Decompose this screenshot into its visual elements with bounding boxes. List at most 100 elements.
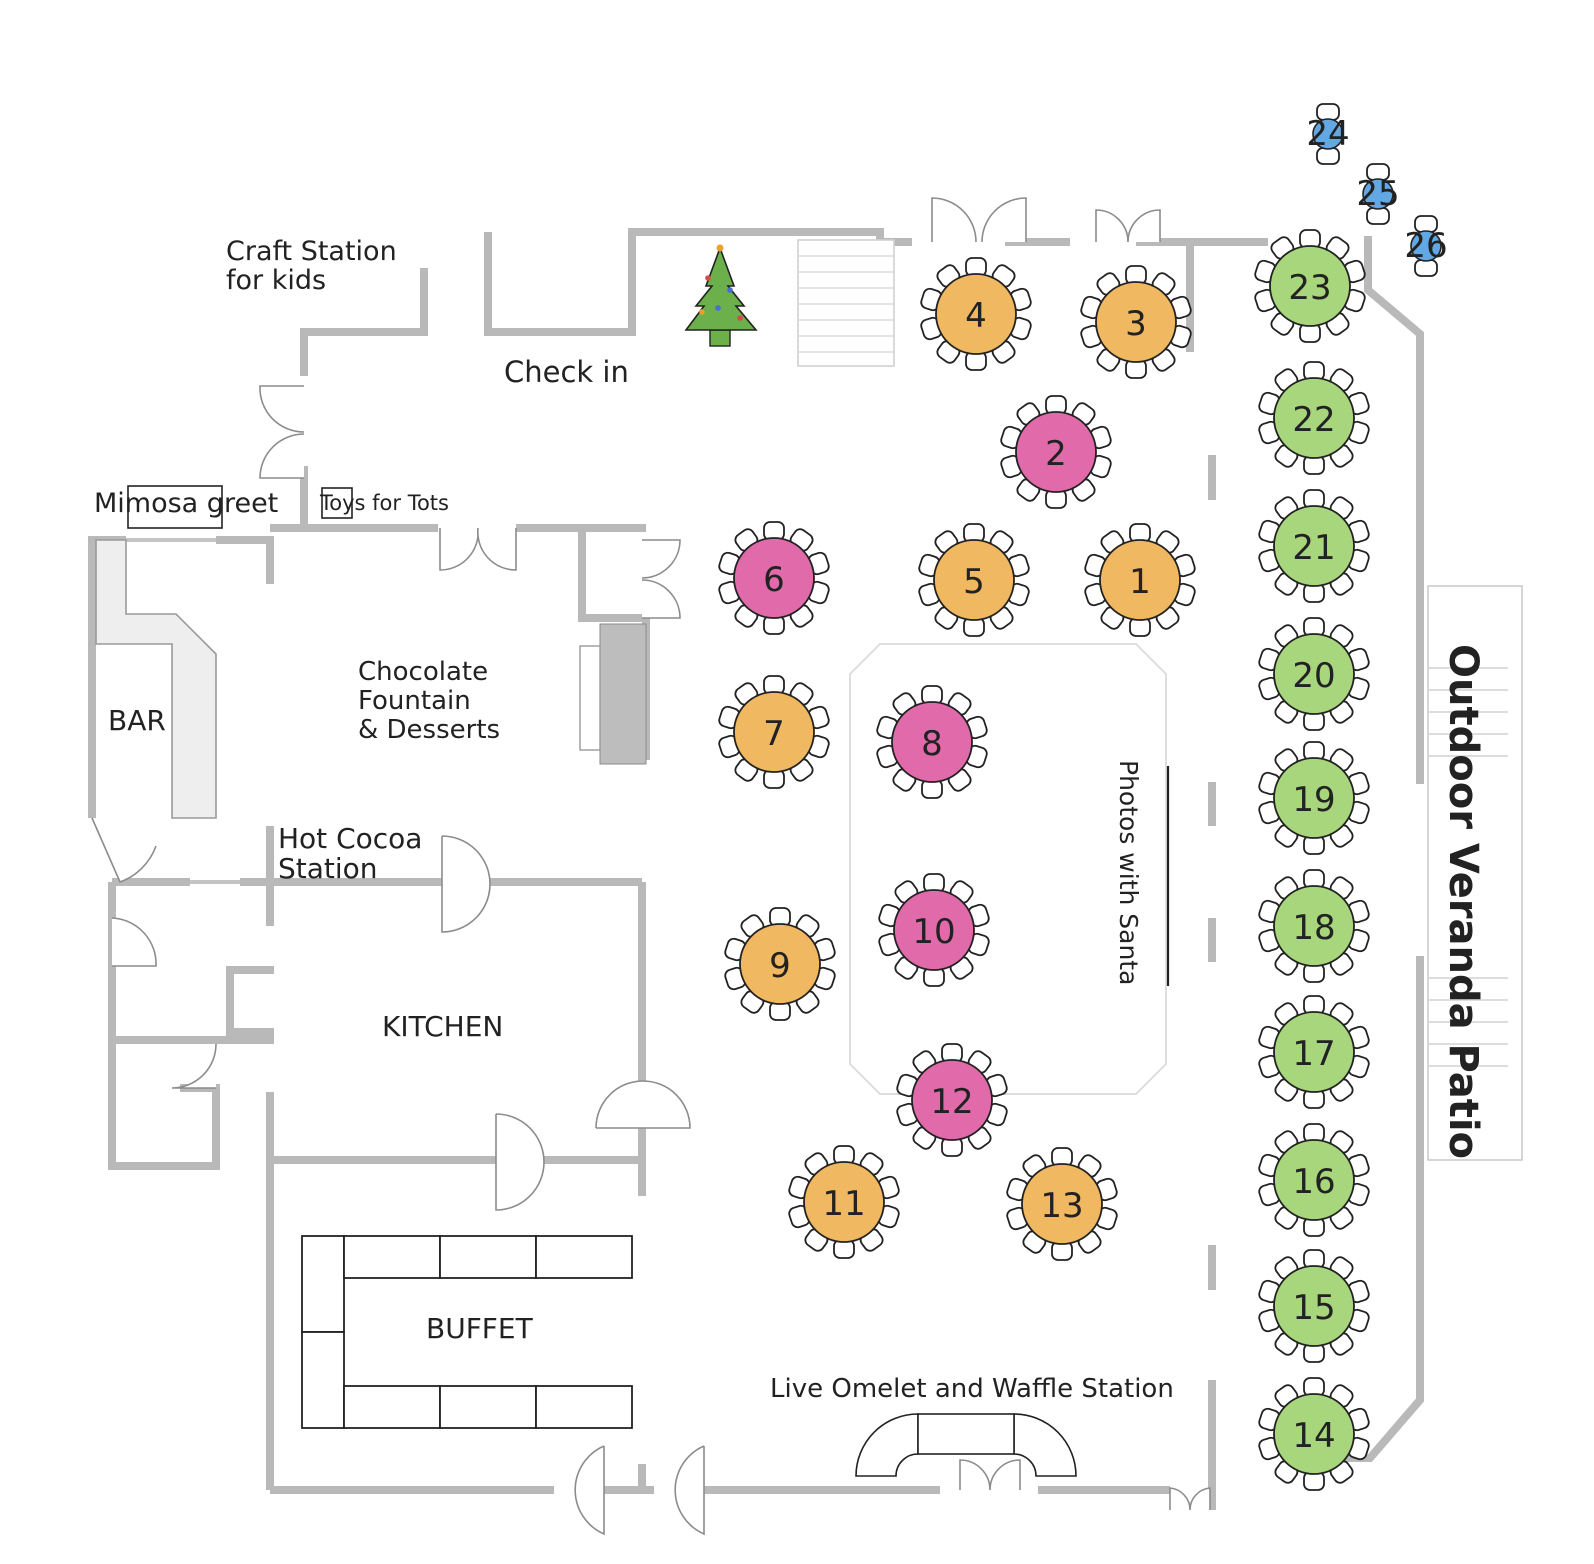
table-10[interactable]: 10 [878,873,991,987]
table-top [1410,230,1442,262]
table-top [1269,245,1351,327]
table-top [803,1161,885,1243]
table-number: 9 [769,946,791,986]
table-number: 15 [1292,1288,1335,1328]
chocolate-fountain-label-1: Chocolate [358,657,488,687]
doors [91,197,1211,1536]
toys-for-tots-label: Toys for Tots [319,491,449,515]
table-top [1273,757,1355,839]
buffet-label: BUFFET [426,1312,534,1345]
table-number: 12 [930,1082,973,1122]
table-number: 11 [822,1184,865,1224]
table-12[interactable]: 12 [896,1043,1009,1157]
table-1[interactable]: 1 [1084,523,1197,637]
table-19[interactable]: 19 [1258,741,1371,855]
table-number: 7 [763,714,785,754]
table-top [1312,118,1344,150]
table-26[interactable]: 26 [1404,215,1448,277]
table-number: 19 [1292,780,1335,820]
table-number: 23 [1288,268,1331,308]
table-top [1273,1265,1355,1347]
dessert-counter [599,623,647,765]
table-3[interactable]: 3 [1080,265,1193,379]
toys-for-tots-box [321,487,353,519]
table-6[interactable]: 6 [718,521,831,635]
table-top [739,923,821,1005]
outdoor-veranda-patio-label: Outdoor Veranda Patio [1440,644,1486,1159]
table-20[interactable]: 20 [1258,617,1371,731]
table-number: 16 [1292,1162,1335,1202]
table-top [1273,505,1355,587]
omelet-station-label: Live Omelet and Waffle Station [770,1374,1174,1404]
table-9[interactable]: 9 [724,907,837,1021]
table-top [1273,1011,1355,1093]
christmas-tree-icon [684,244,758,347]
mimosa-greet-label: Mimosa greet [94,488,278,519]
table-top [733,691,815,773]
table-number: 4 [965,296,987,336]
staircase [797,239,895,367]
table-16[interactable]: 16 [1258,1123,1371,1237]
table-11[interactable]: 11 [788,1145,901,1259]
table-top [1273,1139,1355,1221]
table-21[interactable]: 21 [1258,489,1371,603]
table-14[interactable]: 14 [1258,1377,1371,1491]
table-22[interactable]: 22 [1258,361,1371,475]
table-number: 1 [1129,562,1151,602]
table-number: 25 [1356,174,1399,214]
bar-counter [95,539,217,819]
table-18[interactable]: 18 [1258,869,1371,983]
table-7[interactable]: 7 [718,675,831,789]
table-number: 6 [763,560,785,600]
craft-station-label: Craft Station [226,236,397,267]
hot-cocoa-label-2: Station [278,852,378,885]
mimosa-greet-table [127,485,223,529]
table-number: 14 [1292,1416,1335,1456]
chocolate-fountain-label-2: Fountain [358,686,471,716]
table-13[interactable]: 13 [1006,1147,1119,1261]
check-in-label: Check in [504,355,629,389]
table-top [1273,633,1355,715]
buffet-tables [301,1235,633,1429]
table-top [1095,281,1177,363]
table-8[interactable]: 8 [876,685,989,799]
chocolate-fountain-label-3: & Desserts [358,715,500,745]
table-top [1273,377,1355,459]
table-2[interactable]: 2 [1000,395,1113,509]
table-top [1362,178,1394,210]
table-24[interactable]: 24 [1306,103,1350,165]
table-top [1273,1393,1355,1475]
table-5[interactable]: 5 [918,523,1031,637]
table-4[interactable]: 4 [920,257,1033,371]
table-top [1021,1163,1103,1245]
table-top [733,537,815,619]
craft-station-label-2: for kids [226,265,326,296]
table-number: 21 [1292,528,1335,568]
omelet-station-counter [855,1413,1077,1477]
table-number: 8 [921,724,943,764]
table-number: 24 [1306,114,1349,154]
table-25[interactable]: 25 [1356,163,1400,225]
santa-photo-area [849,643,1167,1095]
table-top [1015,411,1097,493]
table-top [935,273,1017,355]
table-number: 2 [1045,434,1067,474]
table-top [893,889,975,971]
dessert-side-counter [579,645,601,751]
table-15[interactable]: 15 [1258,1249,1371,1363]
table-number: 5 [963,562,985,602]
bar-label: BAR [108,704,166,737]
table-top [1273,885,1355,967]
table-number: 26 [1404,226,1447,266]
table-top [911,1059,993,1141]
table-number: 20 [1292,656,1335,696]
table-number: 10 [912,912,955,952]
table-top [891,701,973,783]
table-number: 22 [1292,400,1335,440]
table-number: 18 [1292,908,1335,948]
table-23[interactable]: 23 [1254,229,1367,343]
table-17[interactable]: 17 [1258,995,1371,1109]
photos-with-santa-label: Photos with Santa [1114,760,1143,985]
